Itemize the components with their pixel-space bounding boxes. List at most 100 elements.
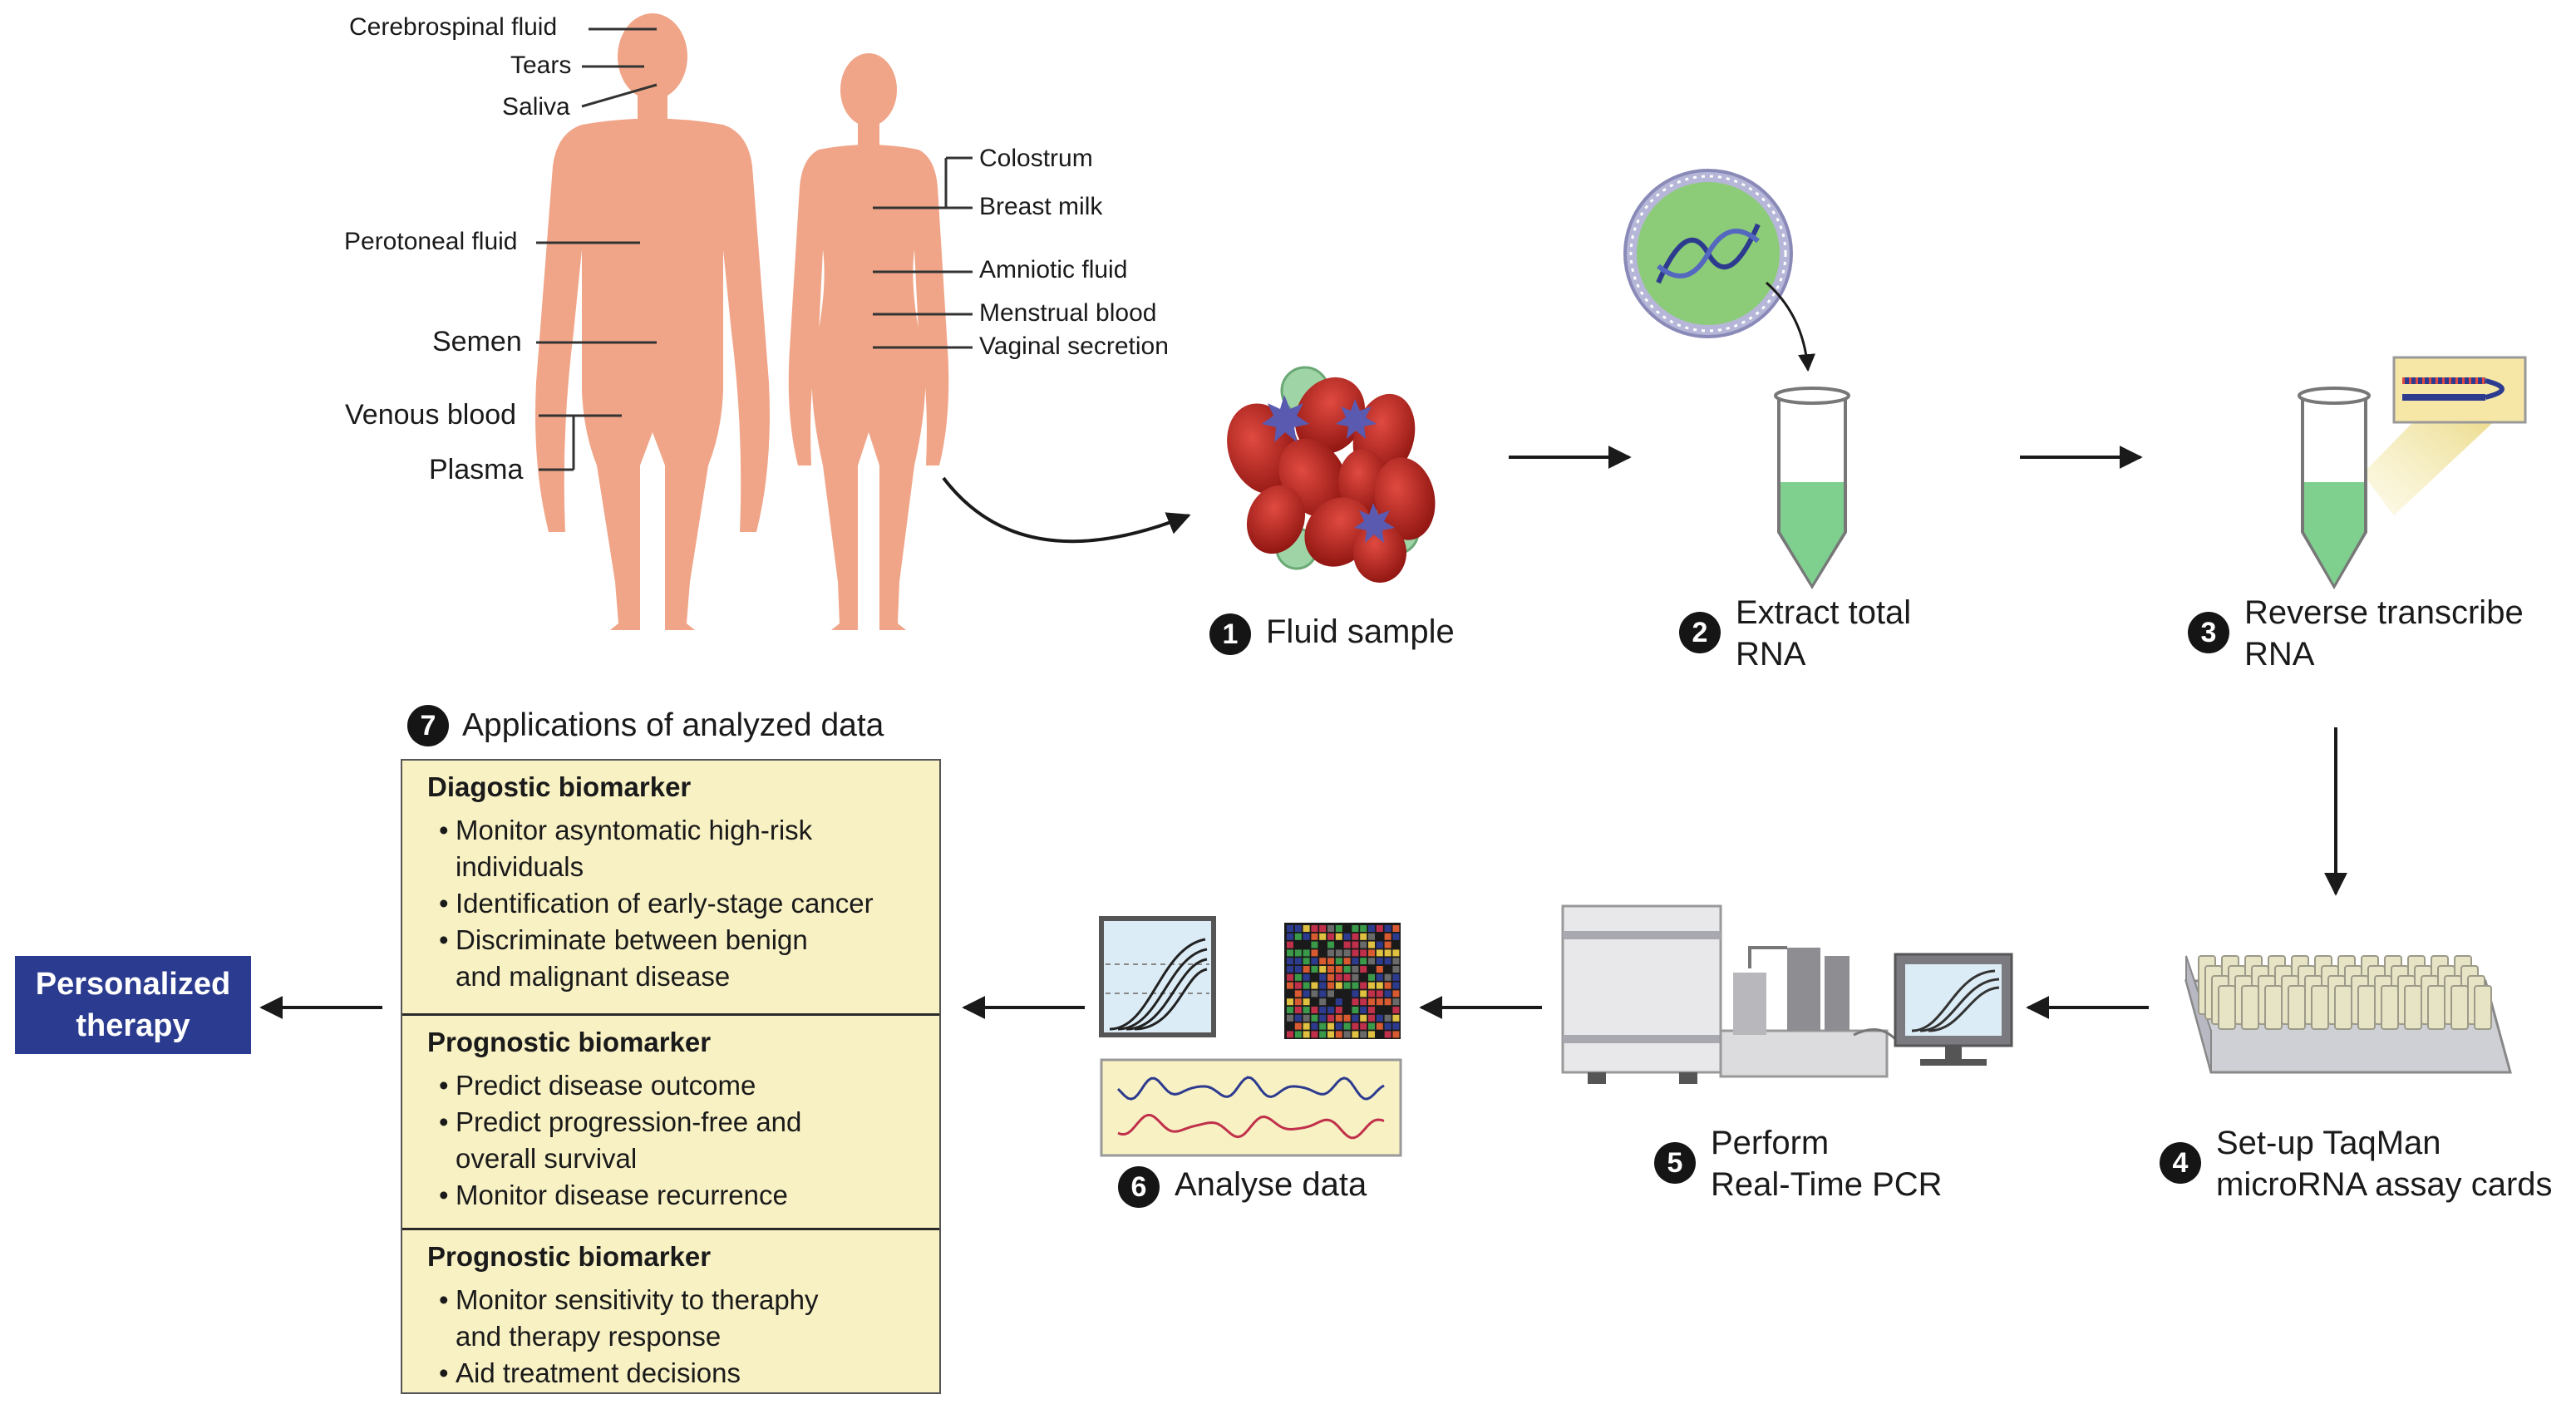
heatmap-cell [1311, 1022, 1318, 1030]
prognostic-section-2: Prognostic biomarker Monitor sensitivity… [402, 1228, 939, 1394]
heatmap-cell [1384, 966, 1391, 973]
heatmap-cell [1294, 949, 1302, 957]
heatmap-cell [1335, 1007, 1342, 1013]
vial [2288, 985, 2306, 1030]
section-title: Prognostic biomarker [427, 1027, 712, 1057]
heatmap-cell [1311, 1007, 1318, 1013]
tube-reverse-transcribe [2298, 356, 2527, 589]
heatmap-cell [1294, 982, 1302, 989]
heatmap-cell [1352, 925, 1359, 932]
heatmap-cell [1352, 949, 1359, 957]
heatmap-cell [1376, 925, 1383, 932]
heatmap-cell [1376, 990, 1383, 998]
vial [2404, 985, 2422, 1030]
heatmap-cell [1343, 1007, 1351, 1013]
heatmap-cell [1319, 998, 1327, 1006]
female-body-silhouette [788, 53, 949, 630]
heatmap-cell [1303, 925, 1310, 932]
heatmap-cell [1360, 1022, 1367, 1030]
heatmap-cell [1352, 1031, 1359, 1038]
label-plasma: Plasma [429, 454, 524, 485]
heatmap-cell [1360, 949, 1367, 957]
heatmap-cell [1319, 925, 1327, 932]
heatmap-cell [1384, 933, 1391, 940]
heatmap-cell [1303, 933, 1310, 940]
heatmap-cell [1343, 1031, 1351, 1038]
heatmap-cell [1360, 998, 1367, 1006]
heatmap-cell [1303, 1007, 1310, 1013]
heatmap-cell [1368, 998, 1375, 1006]
heatmap-cell [1327, 949, 1334, 957]
heatmap-cell [1311, 973, 1318, 981]
heatmap-cell [1335, 982, 1342, 989]
tube-extract [1774, 387, 1850, 589]
heatmap-cell [1287, 990, 1293, 998]
diagnostic-section: Diagostic biomarker Monitor asyntomatic … [402, 761, 939, 1013]
applications-panel: Diagostic biomarker Monitor asyntomatic … [401, 759, 941, 1394]
heatmap-cell [1335, 966, 1342, 973]
heatmap-cell [1368, 925, 1375, 932]
heatmap-cell [1311, 966, 1318, 973]
heatmap-cell [1352, 941, 1359, 948]
heatmap-cell [1287, 1007, 1293, 1013]
heatmap-cell [1392, 998, 1400, 1006]
vial [2264, 985, 2283, 1030]
label-breast-milk: Breast milk [979, 193, 1103, 220]
blood-cells-illustration [1227, 366, 1436, 583]
heatmap-cell [1343, 966, 1351, 973]
heatmap-cell [1343, 941, 1351, 948]
heatmap-cell [1327, 973, 1334, 981]
heatmap-cell [1294, 1007, 1302, 1013]
heatmap-cell [1368, 933, 1375, 940]
heatmap-cell [1335, 933, 1342, 940]
heatmap-cell [1376, 949, 1383, 957]
heatmap-cell [1303, 1022, 1310, 1030]
heatmap-cell [1319, 1014, 1327, 1022]
heatmap-cell [1287, 925, 1293, 932]
section-title: Prognostic biomarker [427, 1241, 712, 1272]
heatmap-cell [1311, 1031, 1318, 1038]
heatmap-cell [1392, 966, 1400, 973]
heatmap-cell [1392, 941, 1400, 948]
heatmap-cell [1352, 958, 1359, 965]
heatmap-cell [1376, 1007, 1383, 1013]
heatmap-cell [1368, 1014, 1375, 1022]
heatmap-cell [1368, 949, 1375, 957]
label-vaginal-secretion: Vaginal secretion [979, 333, 1169, 360]
heatmap-cell [1287, 941, 1293, 948]
heatmap-cell [1303, 998, 1310, 1006]
heatmap-cell [1327, 1007, 1334, 1013]
heatmap-cell [1360, 966, 1367, 973]
heatmap-cell [1368, 941, 1375, 948]
flow-arrows [259, 446, 2347, 1019]
heatmap-cell [1343, 933, 1351, 940]
heatmap-cell [1343, 958, 1351, 965]
heatmap-cell [1376, 1014, 1383, 1022]
vial [2218, 985, 2236, 1030]
heatmap-cell [1303, 958, 1310, 965]
heatmap-cell [1303, 949, 1310, 957]
vial [2450, 985, 2469, 1030]
step-1-label: 1 Fluid sample [1209, 611, 1455, 655]
heatmap-cell [1384, 958, 1391, 965]
label-semen: Semen [432, 326, 522, 357]
pcr-machine [1561, 904, 2013, 1084]
heatmap-cell [1327, 925, 1334, 932]
heatmap-cell [1303, 982, 1310, 989]
heatmap-cell [1360, 925, 1367, 932]
heatmap-cell [1384, 1022, 1391, 1030]
heatmap-cell [1311, 925, 1318, 932]
label-colostrum: Colostrum [979, 145, 1093, 172]
heatmap-cell [1360, 990, 1367, 998]
heatmap-cell [1294, 958, 1302, 965]
heatmap-cell [1392, 958, 1400, 965]
heatmap-cell [1294, 990, 1302, 998]
step-7-text: Applications of analyzed data [462, 707, 884, 743]
heatmap-cell [1287, 966, 1293, 973]
